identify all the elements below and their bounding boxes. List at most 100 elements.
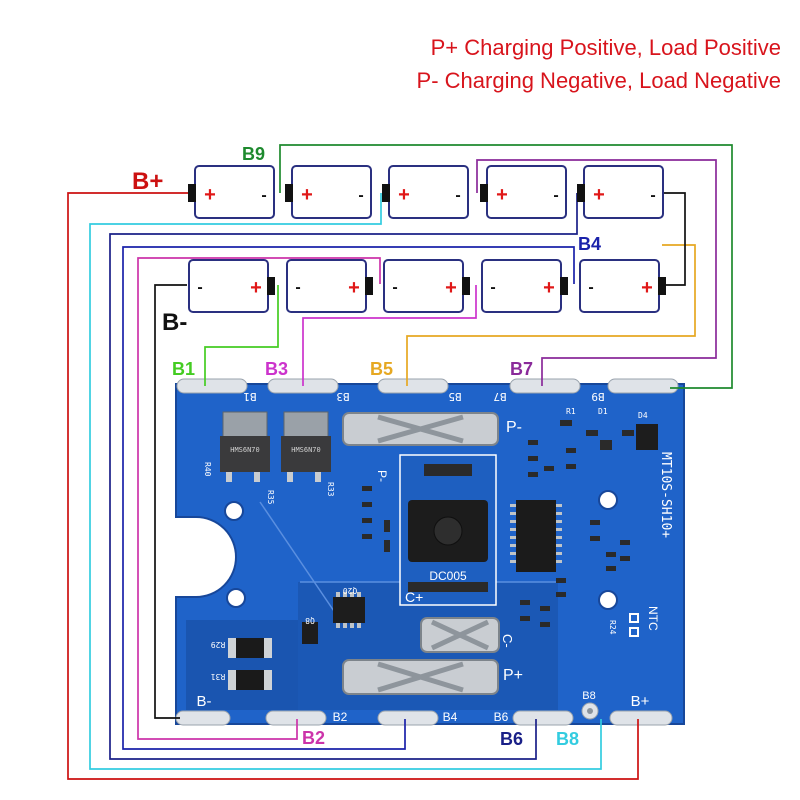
pcb-silk-b8: B8 bbox=[582, 690, 595, 702]
wire-b8 bbox=[89, 193, 602, 770]
wire-bminus bbox=[154, 284, 187, 719]
ic-controller bbox=[510, 500, 562, 572]
wire-series-link bbox=[664, 192, 686, 286]
pcb-pad-bminus[interactable] bbox=[175, 710, 231, 726]
wire-bplus bbox=[67, 192, 639, 780]
pcb-silk-d1: D1 bbox=[598, 407, 608, 416]
battery-plus: + bbox=[593, 184, 605, 206]
mosfet-1: HMS6N70 bbox=[220, 411, 270, 482]
pcb-silk-cminus: C- bbox=[500, 634, 515, 648]
connector-cplus: C+ bbox=[405, 589, 423, 605]
wire-b4 bbox=[122, 246, 575, 750]
battery-cell: - + bbox=[188, 259, 275, 313]
mounting-hole bbox=[226, 588, 246, 608]
pcb-silk-b2: B2 bbox=[333, 710, 348, 724]
wire-b5 bbox=[406, 244, 696, 386]
battery-row-bottom: - + - + - + - + - + bbox=[188, 259, 666, 313]
pcb-silk-b5: B5 bbox=[448, 390, 461, 403]
label-b8: B8 bbox=[556, 729, 579, 749]
battery-minus: - bbox=[261, 187, 266, 204]
legend-line-2: P- Charging Negative, Load Negative bbox=[417, 68, 781, 93]
terminal-plate-mid bbox=[420, 617, 500, 653]
label-b9: B9 bbox=[242, 144, 265, 164]
label-b5: B5 bbox=[370, 359, 393, 379]
battery-minus: - bbox=[197, 279, 202, 296]
battery-cell: - + bbox=[579, 259, 666, 313]
battery-cell: - + bbox=[481, 259, 568, 313]
resistor-r29 bbox=[228, 638, 272, 658]
battery-minus: - bbox=[490, 279, 495, 296]
mounting-hole bbox=[598, 590, 618, 610]
transistor-q8 bbox=[302, 622, 318, 644]
battery-minus: - bbox=[392, 279, 397, 296]
wires bbox=[67, 144, 733, 780]
dc005-connector: DC005 P- C+ bbox=[375, 454, 497, 606]
battery-plus: + bbox=[204, 184, 216, 206]
battery-row-top: + - + - + - + - + - bbox=[188, 165, 664, 219]
label-bminus: B- bbox=[162, 309, 187, 336]
battery-cell: + - bbox=[188, 165, 275, 219]
wire-b3 bbox=[302, 285, 477, 386]
pcb-silk-r35: R35 bbox=[266, 490, 275, 505]
mosfet-1-marking: HMS6N70 bbox=[230, 446, 260, 454]
wire-b6 bbox=[109, 193, 578, 760]
pcb-silk-b4: B4 bbox=[443, 710, 458, 724]
pcb-pad-b9[interactable] bbox=[607, 378, 679, 394]
diode-d4 bbox=[636, 424, 658, 450]
label-bplus: B+ bbox=[132, 168, 163, 195]
pcb-pad-bplus[interactable] bbox=[609, 710, 673, 726]
bms-pcb: B1 B3 B5 B7 B9 B- B2 B4 B6 B8 B+ HMS6N70 bbox=[175, 378, 685, 726]
pcb-silk-b7: B7 bbox=[493, 390, 506, 403]
label-b4: B4 bbox=[578, 234, 601, 254]
battery-minus: - bbox=[358, 187, 363, 204]
pcb-pad-b8[interactable] bbox=[581, 702, 599, 720]
pcb-copper-region bbox=[186, 620, 298, 710]
pcb-silk-b9: B9 bbox=[591, 390, 604, 403]
pcb-silk-pminus: P- bbox=[506, 419, 522, 436]
pcb-pad-b7[interactable] bbox=[509, 378, 581, 394]
battery-plus: + bbox=[348, 277, 360, 299]
pcb-silk-r40: R40 bbox=[203, 462, 212, 477]
board-model: MT10S-SH10+ bbox=[658, 452, 673, 538]
ntc-connector bbox=[629, 613, 639, 637]
battery-plus: + bbox=[543, 277, 555, 299]
battery-cell: + - bbox=[577, 165, 664, 219]
battery-plus: + bbox=[398, 184, 410, 206]
label-b2: B2 bbox=[302, 728, 325, 748]
pcb-silk-b6: B6 bbox=[494, 710, 509, 724]
smd-components bbox=[362, 420, 634, 627]
wire-b2 bbox=[137, 257, 381, 740]
pcb-silk-bminus: B- bbox=[197, 693, 212, 710]
battery-plus: + bbox=[301, 184, 313, 206]
battery-cell: + - bbox=[480, 165, 567, 219]
battery-minus: - bbox=[650, 187, 655, 204]
ntc-label: NTC bbox=[646, 606, 660, 631]
battery-minus: - bbox=[455, 187, 460, 204]
battery-cell: - + bbox=[383, 259, 470, 313]
terminal-plate-top bbox=[342, 412, 499, 446]
pcb-silk-q8: Q8 bbox=[305, 616, 315, 625]
pcb-pad-b4[interactable] bbox=[377, 710, 439, 726]
mosfet-2: HMS6N70 bbox=[281, 411, 331, 482]
battery-cell: - + bbox=[286, 259, 373, 313]
pcb-silk-pplus: P+ bbox=[503, 667, 523, 684]
pcb-silk-r1: R1 bbox=[566, 407, 576, 416]
label-b7: B7 bbox=[510, 359, 533, 379]
connector-label: DC005 bbox=[429, 569, 467, 583]
battery-cell: + - bbox=[382, 165, 469, 219]
pcb-silk-r33: R33 bbox=[326, 482, 335, 497]
pcb-pad-b1[interactable] bbox=[176, 378, 248, 394]
battery-plus: + bbox=[445, 277, 457, 299]
pcb-trace bbox=[259, 501, 341, 621]
pcb-pad-b2[interactable] bbox=[265, 710, 327, 726]
pcb-pad-b5[interactable] bbox=[377, 378, 449, 394]
label-b6: B6 bbox=[500, 729, 523, 749]
battery-plus: + bbox=[496, 184, 508, 206]
battery-minus: - bbox=[553, 187, 558, 204]
mosfet-2-marking: HMS6N70 bbox=[291, 446, 321, 454]
pcb-pad-b6[interactable] bbox=[512, 710, 574, 726]
battery-plus: + bbox=[641, 277, 653, 299]
pcb-silk-bplus: B+ bbox=[631, 693, 650, 710]
label-b3: B3 bbox=[265, 359, 288, 379]
pcb-silk-b3: B3 bbox=[336, 390, 349, 403]
